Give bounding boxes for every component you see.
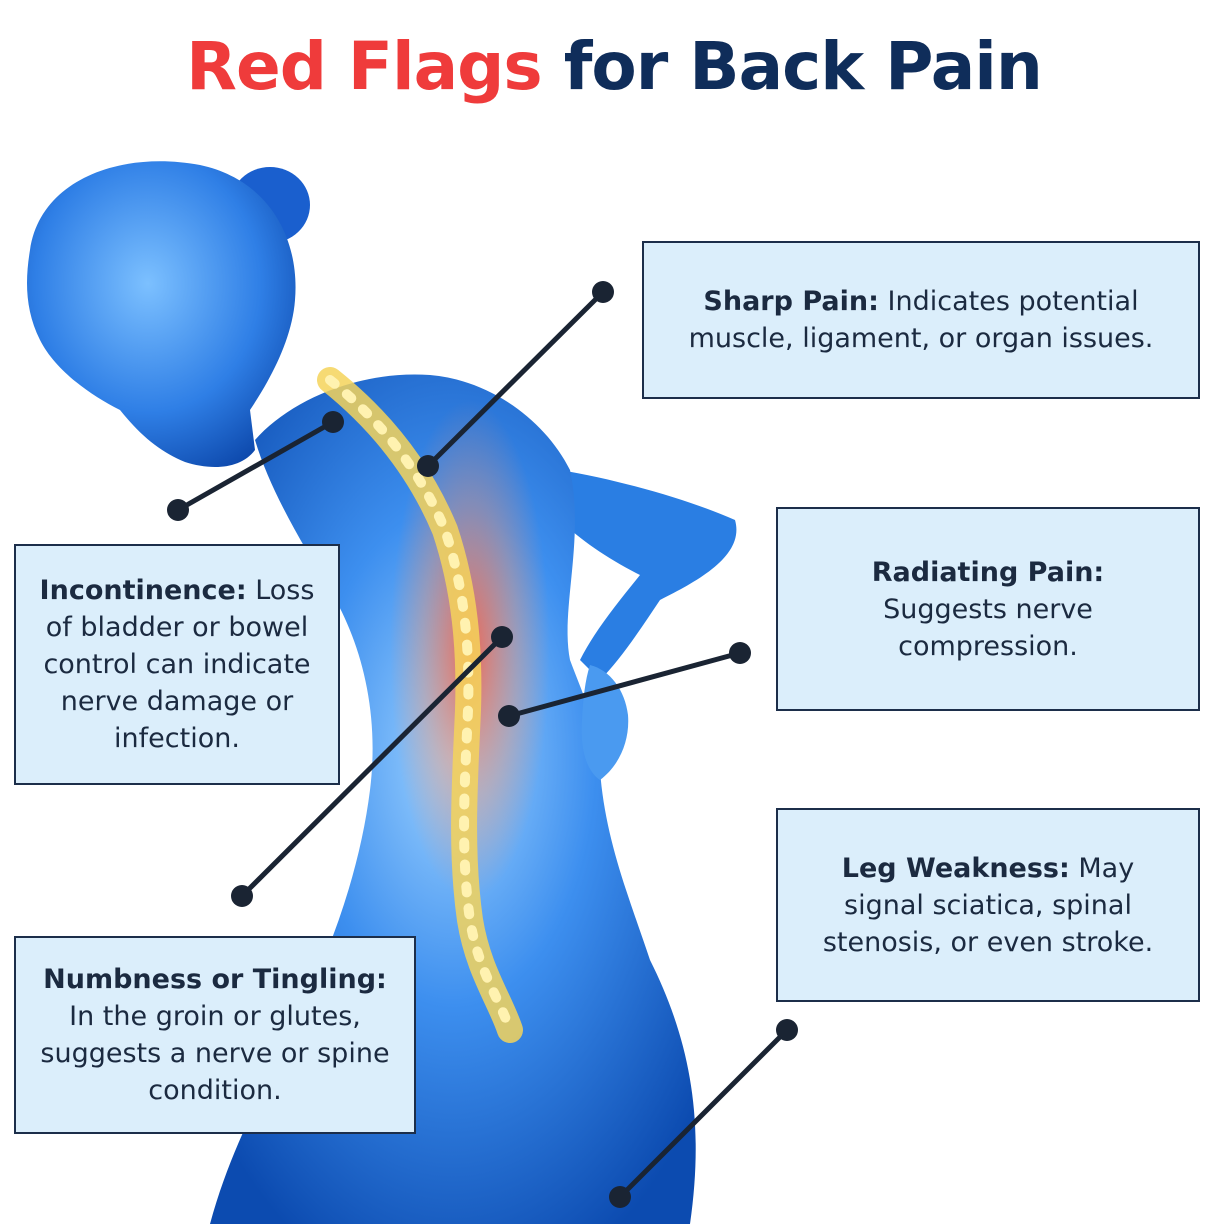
callout-incontinence: Incontinence: Loss of bladder or bowel c… (14, 544, 340, 785)
head-shape (27, 161, 310, 467)
pointer-dot (417, 455, 439, 477)
callout-text: Loss of bladder or bowel control can ind… (43, 575, 315, 754)
callout-label: Sharp Pain: (703, 286, 879, 317)
callout-text: Suggests nerve compression. (883, 593, 1093, 662)
pointer-dot (491, 626, 513, 648)
pointer-dot (776, 1019, 798, 1041)
callout-label: Numbness or Tingling: (43, 964, 387, 995)
pointer-dots (167, 281, 798, 1208)
callout-text: May signal sciatica, spinal stenosis, or… (822, 852, 1154, 958)
title-highlight: Red Flags (186, 28, 543, 105)
pointer-dot (729, 642, 751, 664)
pointer-dot (231, 885, 253, 907)
spine (317, 367, 523, 1043)
arm-shape (560, 470, 737, 680)
callout-numbness-tingling: Numbness or Tingling: In the groin or glu… (14, 936, 416, 1134)
callout-sharp-pain: Sharp Pain: Indicates potential muscle, … (642, 241, 1200, 399)
callout-radiating-pain: Radiating Pain: Suggests nerve compressio… (776, 507, 1200, 711)
pointer-dot (322, 411, 344, 433)
title-rest: for Back Pain (563, 28, 1043, 105)
callout-label: Incontinence: (39, 575, 247, 606)
callout-leg-weakness: Leg Weakness: May signal sciatica, spina… (776, 808, 1200, 1002)
pointer-dot (609, 1186, 631, 1208)
pointer-dot (498, 705, 520, 727)
callout-label: Radiating Pain: (871, 556, 1105, 588)
pointer-dot (167, 499, 189, 521)
callout-text: Indicates potential muscle, ligament, or… (688, 286, 1154, 354)
callout-label: Leg Weakness: (841, 852, 1070, 884)
page-title: Red Flags for Back Pain (0, 22, 1228, 112)
callout-text: In the groin or glutes, suggests a nerve… (40, 1001, 390, 1106)
pointer-lines (176, 290, 789, 1199)
hand-shape (581, 665, 629, 780)
pointer-dot (592, 281, 614, 303)
